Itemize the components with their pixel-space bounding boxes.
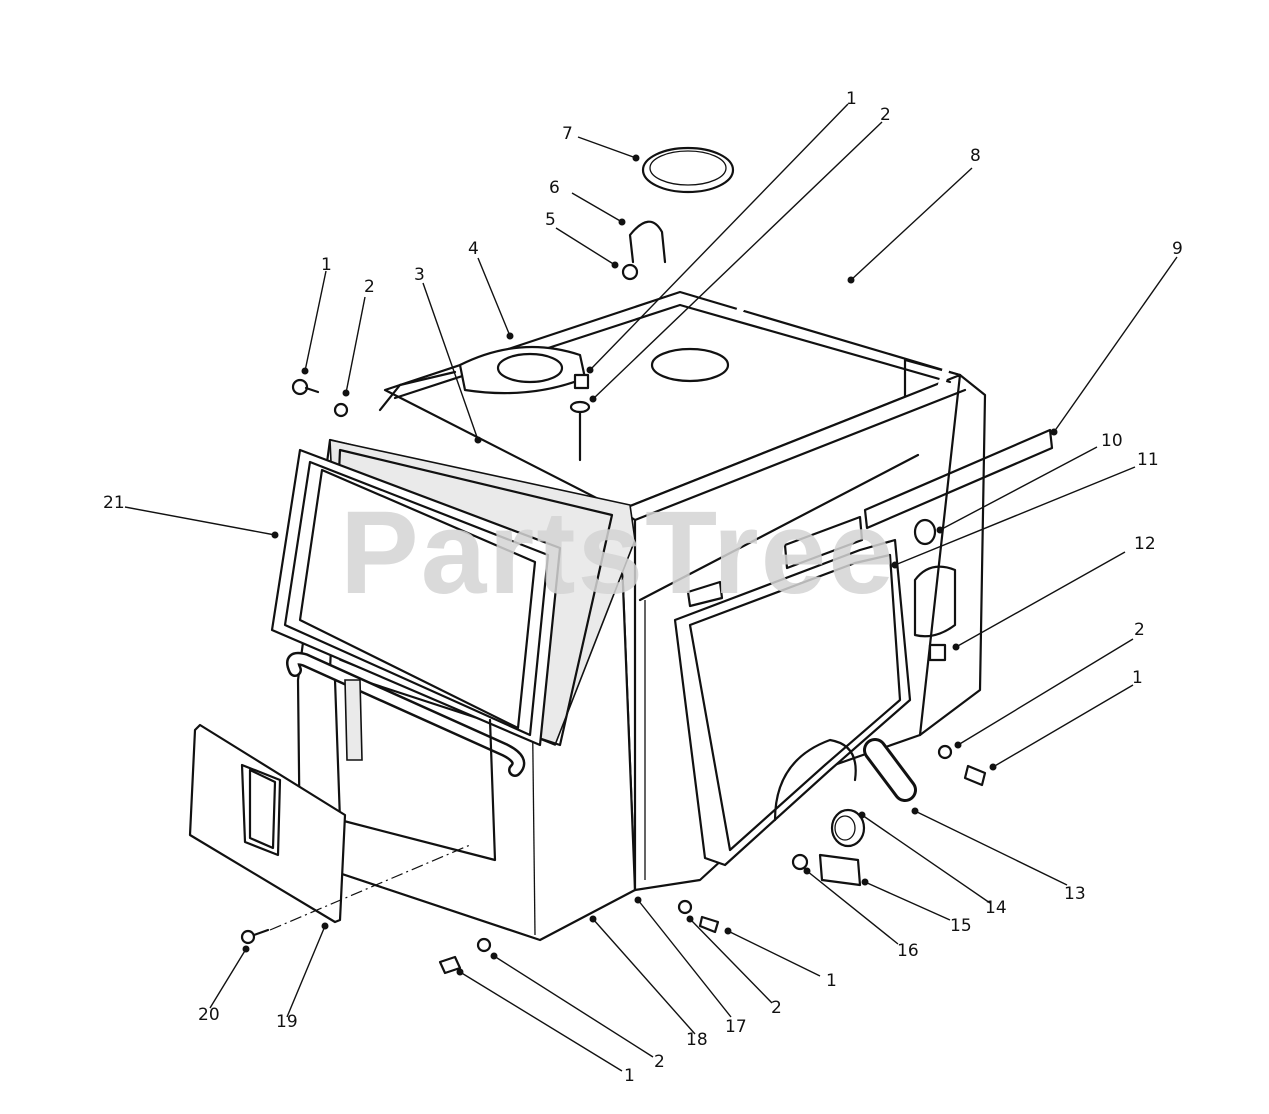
handle-8: [736, 274, 955, 394]
callout-1: 1: [321, 255, 332, 275]
front-handle: [286, 651, 526, 777]
front-frame-21: [270, 448, 562, 747]
callout-11: 11: [1137, 450, 1159, 470]
alignment-line: [269, 844, 471, 931]
callout-13: 13: [1064, 884, 1086, 904]
callout-2: 2: [654, 1052, 665, 1072]
callout-6: 6: [549, 178, 560, 198]
callout-16: 16: [897, 941, 919, 961]
leader-dots: [242, 154, 1058, 976]
callout-2: 2: [771, 998, 782, 1018]
callout-1: 1: [624, 1066, 635, 1086]
hardware: [240, 146, 987, 975]
callout-2: 2: [880, 105, 891, 125]
callout-7: 7: [562, 124, 573, 144]
callout-21: 21: [103, 493, 125, 513]
front-recess: [333, 678, 497, 862]
side-door: [673, 538, 912, 867]
callout-2: 2: [364, 277, 375, 297]
callout-1: 1: [1132, 668, 1143, 688]
top-openings: [458, 345, 730, 395]
callout-1: 1: [826, 971, 837, 991]
callout-4: 4: [468, 239, 479, 259]
callout-17: 17: [725, 1017, 747, 1037]
callout-15: 15: [950, 916, 972, 936]
callout-10: 10: [1101, 431, 1123, 451]
callout-3: 3: [414, 265, 425, 285]
plate-19: [188, 723, 347, 924]
callout-18: 18: [686, 1030, 708, 1050]
callout-12: 12: [1134, 534, 1156, 554]
leader-lines: [124, 103, 1178, 1072]
tube-13: [863, 738, 917, 802]
callout-14: 14: [985, 898, 1007, 918]
callout-20: 20: [198, 1005, 220, 1025]
callout-5: 5: [545, 210, 556, 230]
side-vent: [913, 565, 957, 638]
watermark: PartsTree: [340, 487, 896, 619]
callout-1: 1: [846, 89, 857, 109]
callout-9: 9: [1172, 239, 1183, 259]
decals: [783, 428, 1054, 570]
callout-8: 8: [970, 146, 981, 166]
callout-2: 2: [1134, 620, 1145, 640]
callout-19: 19: [276, 1012, 298, 1032]
